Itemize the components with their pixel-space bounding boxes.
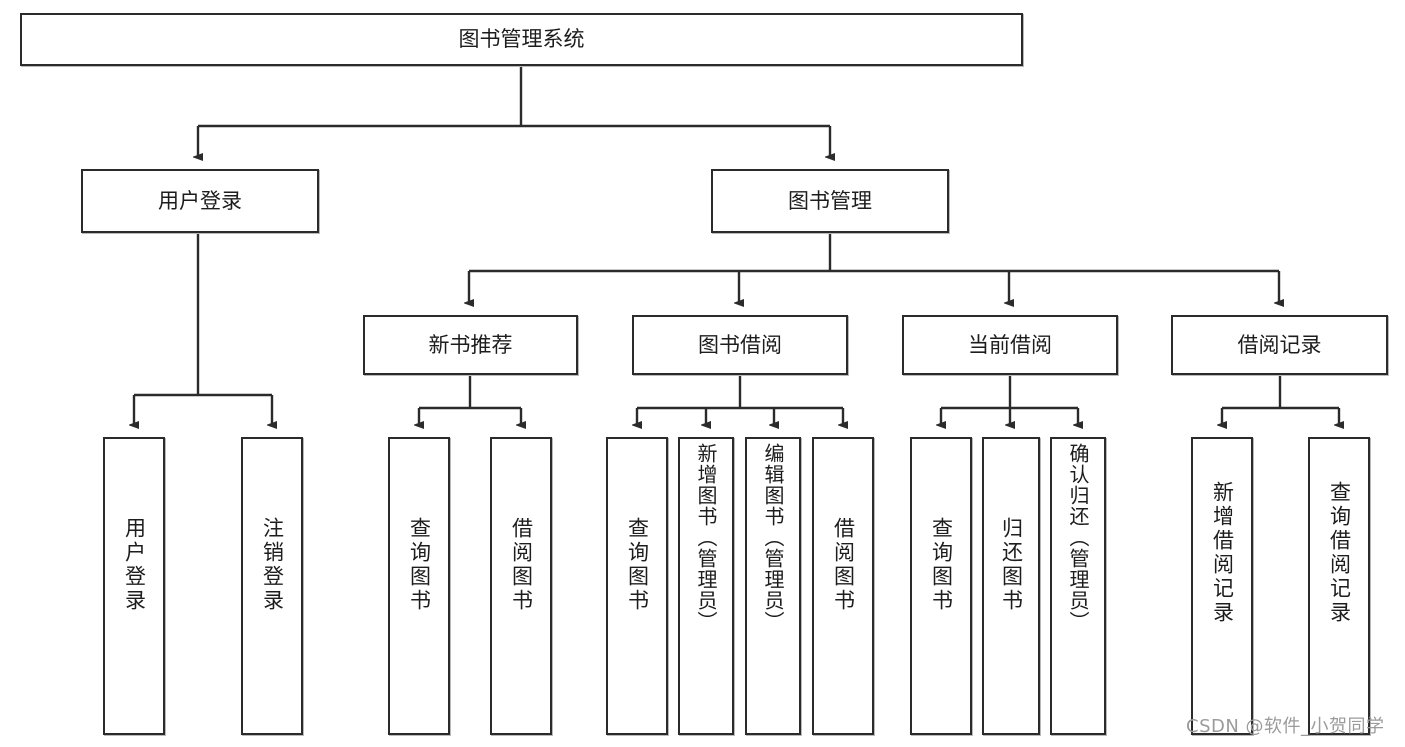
node-user-login[interactable]: 用户登录 xyxy=(81,169,319,233)
node-book-management[interactable]: 图书管理 xyxy=(711,169,949,233)
leaf-confirm-return-label: 确认归还（管理员） xyxy=(1066,443,1090,632)
leaf-edit-book-label: 编辑图书（管理员） xyxy=(761,443,785,632)
node-root[interactable]: 图书管理系统 xyxy=(20,13,1023,66)
leaf-query-book-3-label: 查询图书 xyxy=(929,517,954,613)
leaf-add-borrow-record-label: 新增借阅记录 xyxy=(1210,481,1235,625)
leaf-query-book-1[interactable]: 查询图书 xyxy=(388,437,450,735)
node-root-label: 图书管理系统 xyxy=(458,27,585,52)
leaf-logout-login-label: 注销登录 xyxy=(260,517,285,613)
leaf-user-login-label: 用户登录 xyxy=(122,517,147,613)
leaf-borrow-book-1-label: 借阅图书 xyxy=(509,517,534,613)
csdn-watermark: CSDN @软件_小贺同学 xyxy=(1186,716,1385,737)
node-user-login-label: 用户登录 xyxy=(158,188,242,213)
leaf-query-book-1-label: 查询图书 xyxy=(407,517,432,613)
leaf-query-book-2-label: 查询图书 xyxy=(625,517,650,613)
node-book-borrow-label: 图书借阅 xyxy=(698,332,782,357)
leaf-edit-book[interactable]: 编辑图书（管理员） xyxy=(745,437,801,735)
leaf-add-borrow-record[interactable]: 新增借阅记录 xyxy=(1191,437,1253,735)
leaf-query-book-3[interactable]: 查询图书 xyxy=(910,437,972,735)
leaf-add-book[interactable]: 新增图书（管理员） xyxy=(678,437,734,735)
node-new-book-recommend[interactable]: 新书推荐 xyxy=(363,315,578,375)
leaf-return-book-label: 归还图书 xyxy=(999,517,1024,613)
node-book-borrow[interactable]: 图书借阅 xyxy=(632,315,848,375)
leaf-query-borrow-record-label: 查询借阅记录 xyxy=(1327,481,1352,625)
node-borrow-record-label: 借阅记录 xyxy=(1237,332,1322,357)
leaf-borrow-book-2-label: 借阅图书 xyxy=(831,517,856,613)
leaf-logout-login[interactable]: 注销登录 xyxy=(241,437,303,735)
node-current-borrow[interactable]: 当前借阅 xyxy=(902,315,1118,375)
leaf-borrow-book-1[interactable]: 借阅图书 xyxy=(490,437,552,735)
leaf-confirm-return[interactable]: 确认归还（管理员） xyxy=(1050,437,1106,735)
node-current-borrow-label: 当前借阅 xyxy=(968,332,1052,357)
leaf-add-book-label: 新增图书（管理员） xyxy=(694,443,718,632)
node-book-management-label: 图书管理 xyxy=(788,188,872,213)
node-new-book-recommend-label: 新书推荐 xyxy=(428,332,513,357)
leaf-borrow-book-2[interactable]: 借阅图书 xyxy=(812,437,874,735)
leaf-query-book-2[interactable]: 查询图书 xyxy=(606,437,668,735)
leaf-query-borrow-record[interactable]: 查询借阅记录 xyxy=(1308,437,1370,735)
leaf-return-book[interactable]: 归还图书 xyxy=(982,437,1040,735)
node-borrow-record[interactable]: 借阅记录 xyxy=(1171,315,1388,375)
leaf-user-login[interactable]: 用户登录 xyxy=(103,437,165,735)
